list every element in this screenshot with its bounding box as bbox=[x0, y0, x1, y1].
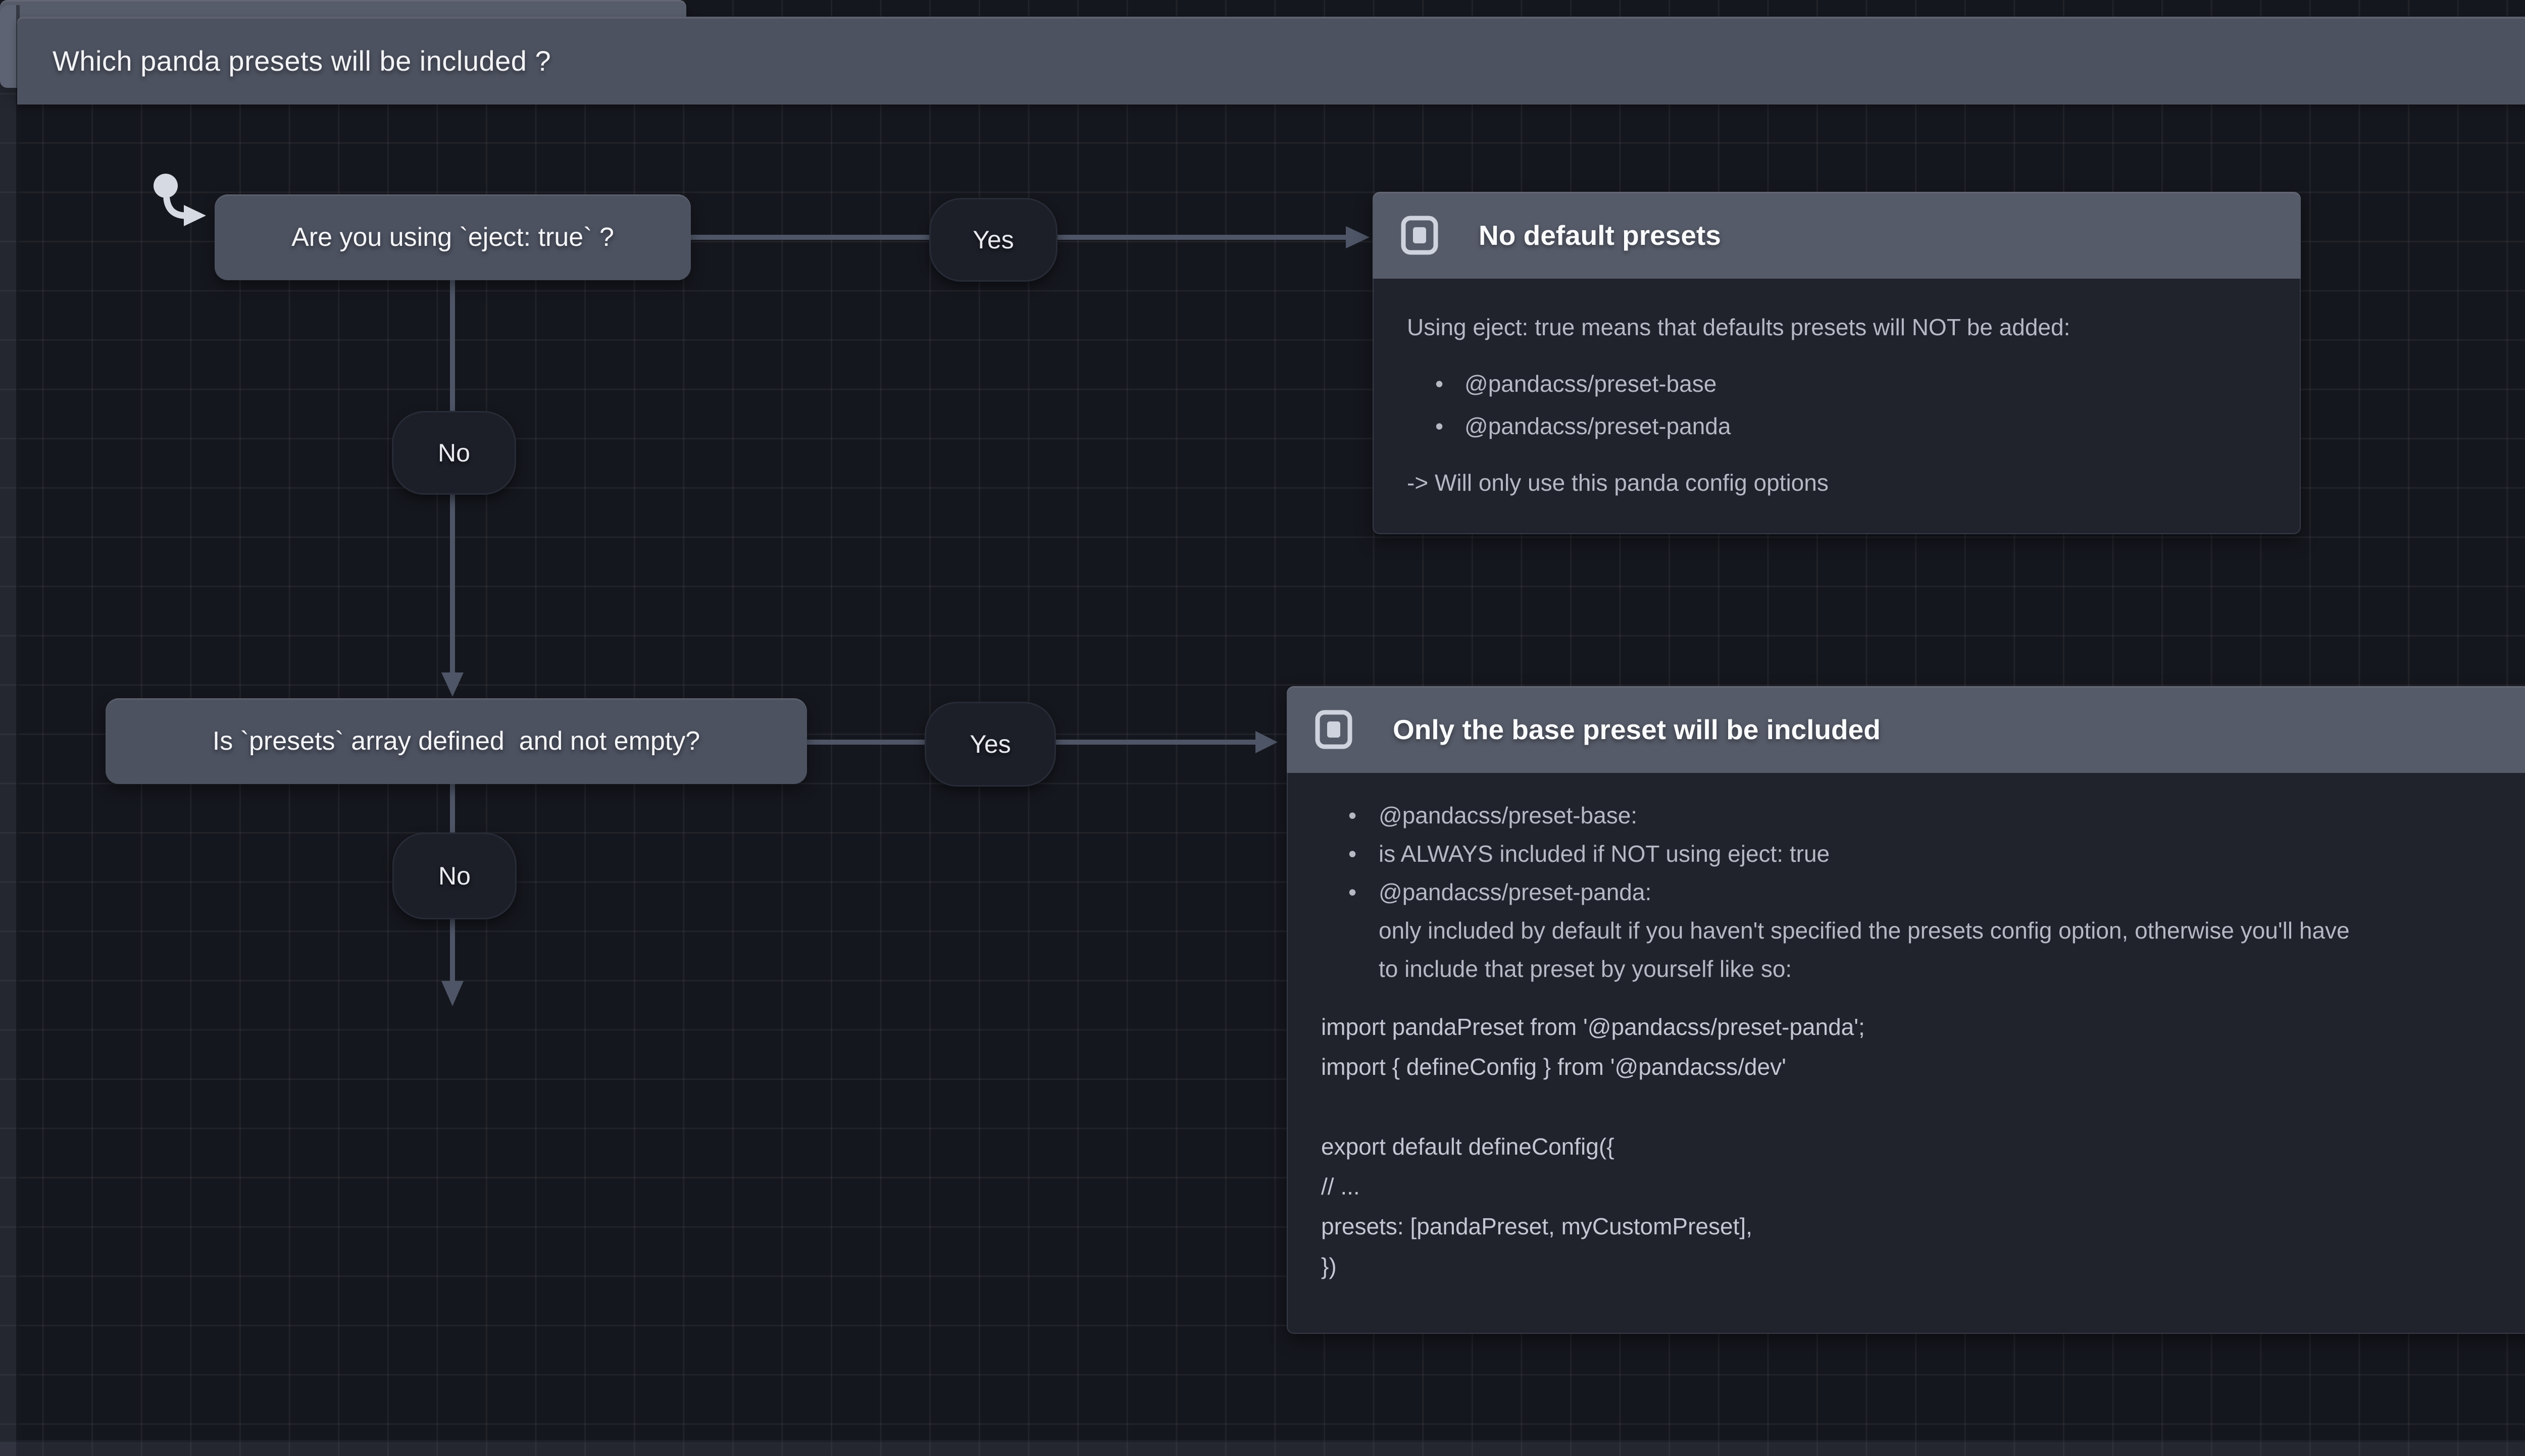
list-item-line: only included by default if you haven't … bbox=[1321, 911, 2525, 950]
frame-header[interactable]: Which panda presets will be included ? bbox=[17, 17, 2525, 105]
code-line: // ... bbox=[1321, 1173, 1360, 1200]
arrowhead-right-icon bbox=[1346, 226, 1370, 248]
code-line: }) bbox=[1321, 1253, 1337, 1279]
list-item: @pandacss/preset-base bbox=[1407, 362, 2267, 405]
preset-box-icon bbox=[1400, 216, 1439, 255]
canvas-bottom-margin bbox=[0, 1440, 2525, 1456]
edge-label-no[interactable]: No bbox=[392, 833, 517, 919]
intro-text: Using eject: true means that defaults pr… bbox=[1407, 314, 2070, 340]
code-line: import pandaPreset from '@pandacss/prese… bbox=[1321, 1014, 1865, 1040]
result-box-header: No default presets bbox=[1373, 192, 2301, 279]
list-item-line: is ALWAYS included if NOT using eject: t… bbox=[1321, 835, 2525, 873]
list-item: @pandacss/preset-base: bbox=[1321, 796, 2525, 835]
list-item-text: to include that preset by yourself like … bbox=[1379, 956, 1792, 982]
edge-label-text: No bbox=[438, 862, 471, 890]
list-item-text: is ALWAYS included if NOT using eject: t… bbox=[1379, 841, 1830, 867]
edge-label-text: Yes bbox=[970, 730, 1011, 758]
flow-start-cursor-icon bbox=[154, 174, 206, 226]
question-node-label: Is `presets` array defined and not empty… bbox=[212, 726, 700, 756]
question-node-eject[interactable]: Are you using `eject: true` ? bbox=[215, 194, 691, 280]
edge-label-yes[interactable]: Yes bbox=[925, 702, 1056, 787]
edge-label-text: No bbox=[438, 439, 470, 467]
code-line bbox=[1321, 1087, 2525, 1127]
preset-box-icon bbox=[1314, 710, 1353, 749]
result-box-body: Using eject: true means that defaults pr… bbox=[1373, 279, 2301, 534]
bullet-list: @pandacss/preset-base @pandacss/preset-p… bbox=[1407, 362, 2267, 447]
arrowhead-down-icon bbox=[441, 672, 464, 697]
result-box-body: @pandacss/preset-base: is ALWAYS include… bbox=[1287, 773, 2525, 1334]
page-title: Which panda presets will be included ? bbox=[53, 44, 551, 77]
list-item: @pandacss/preset-panda: bbox=[1321, 873, 2525, 911]
list-item-text: only included by default if you haven't … bbox=[1379, 917, 2350, 944]
list-item: @pandacss/preset-panda bbox=[1407, 405, 2267, 447]
edge-label-no[interactable]: No bbox=[392, 411, 516, 495]
result-box-title: Only the base preset will be included bbox=[1393, 714, 1881, 745]
arrowhead-down-icon bbox=[441, 981, 464, 1006]
edge-label-text: Yes bbox=[973, 226, 1014, 254]
question-node-presets-array[interactable]: Is `presets` array defined and not empty… bbox=[106, 698, 807, 784]
code-line: presets: [pandaPreset, myCustomPreset], bbox=[1321, 1213, 1752, 1239]
result-box-no-default-presets[interactable]: No default presets Using eject: true mea… bbox=[1373, 192, 2301, 534]
canvas-left-margin bbox=[0, 5, 20, 1456]
outro-text: -> Will only use this panda config optio… bbox=[1407, 470, 1829, 496]
result-box-title: No default presets bbox=[1479, 220, 1721, 251]
arrowhead-right-icon bbox=[1255, 731, 1278, 753]
code-snippet: import pandaPreset from '@pandacss/prese… bbox=[1321, 1007, 2525, 1286]
code-line: import { defineConfig } from '@pandacss/… bbox=[1321, 1054, 1786, 1080]
edge-label-yes[interactable]: Yes bbox=[929, 198, 1057, 282]
code-line: export default defineConfig({ bbox=[1321, 1133, 1614, 1160]
question-node-label: Are you using `eject: true` ? bbox=[291, 223, 614, 252]
result-box-base-preset-only[interactable]: Only the base preset will be included @p… bbox=[1287, 686, 2525, 1334]
list-item-line: to include that preset by yourself like … bbox=[1321, 950, 2525, 988]
result-box-header: Only the base preset will be included bbox=[1287, 686, 2525, 773]
